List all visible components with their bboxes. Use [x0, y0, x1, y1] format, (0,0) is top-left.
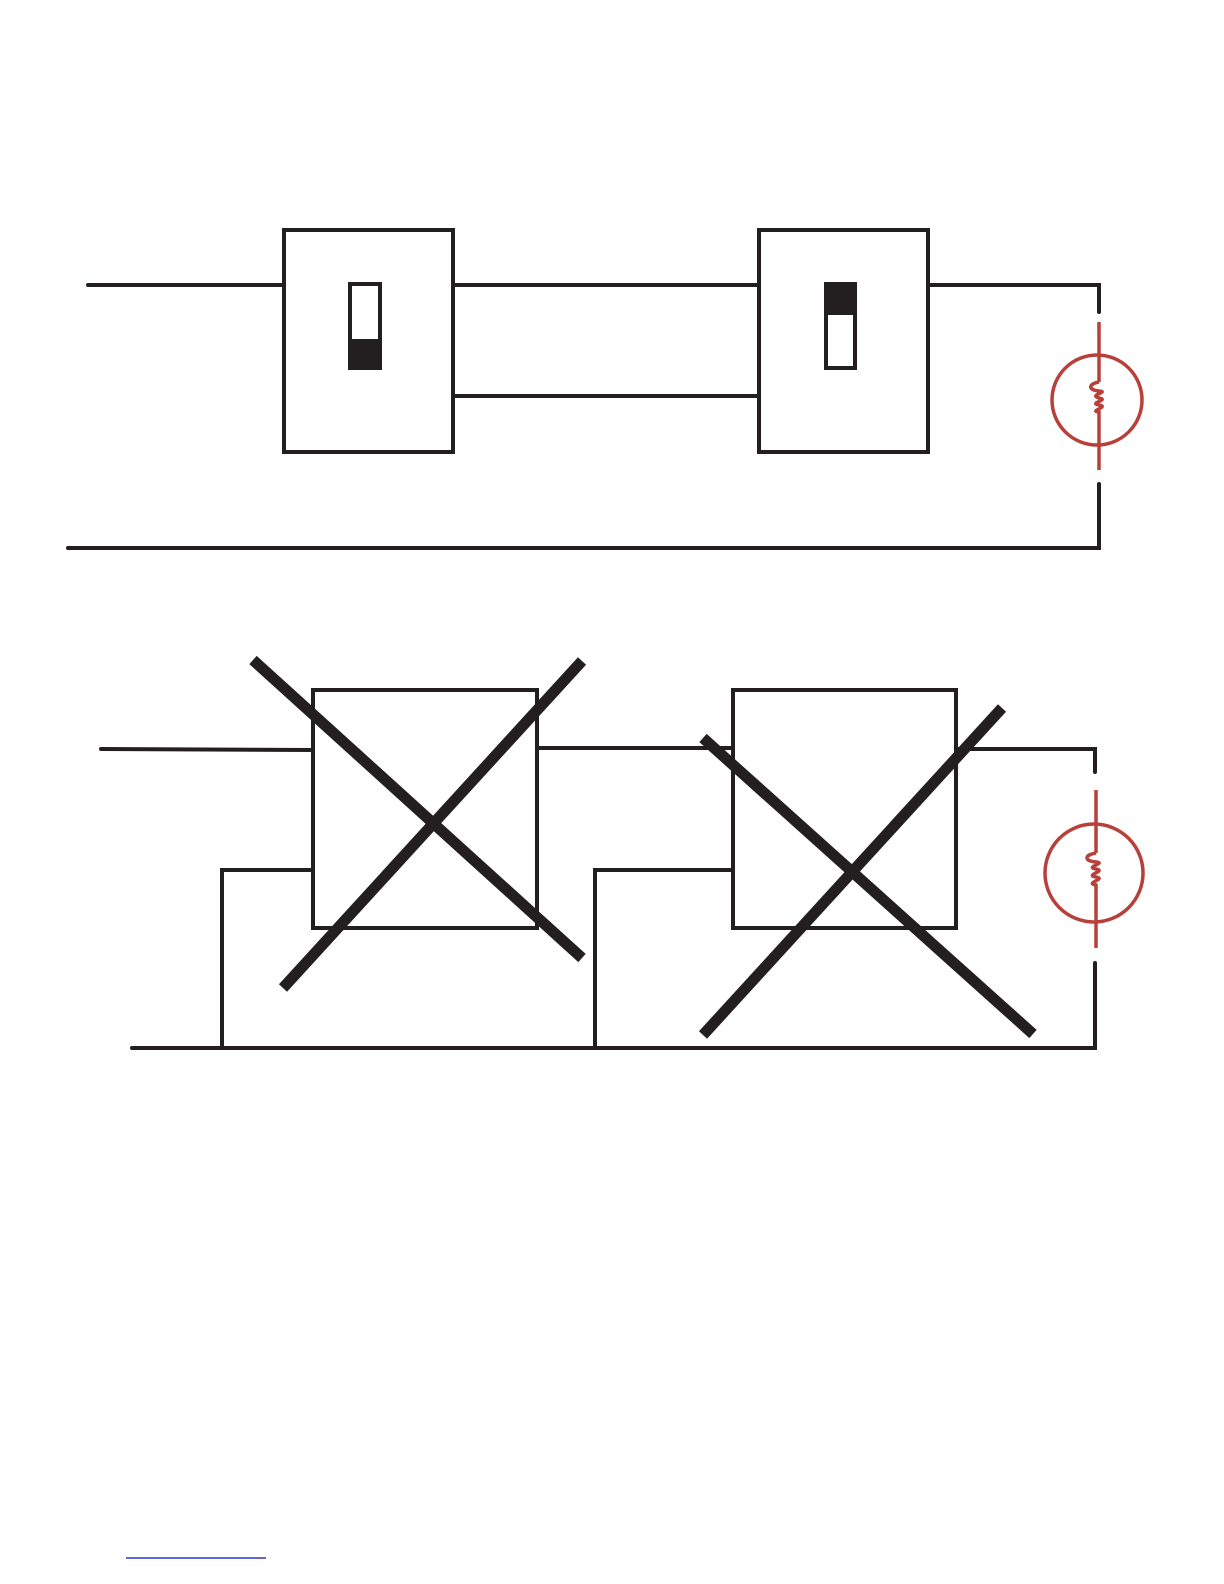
incorrect-circuit-wires [101, 748, 1095, 1048]
correct-circuit [68, 230, 1142, 548]
neutral-return-wire [68, 484, 1099, 548]
bulb-filament [1091, 382, 1102, 418]
cross-stroke [703, 738, 1033, 1034]
line-wire-in [101, 749, 313, 750]
three-way-switch-1 [284, 230, 453, 452]
toggle-lever-up [826, 284, 855, 315]
switch-box-2 [733, 690, 956, 928]
incorrect-circuit [101, 660, 1143, 1048]
toggle-lever-down [350, 339, 380, 368]
cross-out-mark-2 [703, 708, 1033, 1035]
cross-stroke [253, 660, 582, 958]
bulb-filament [1087, 853, 1099, 892]
switch-1-jumper-to-neutral [222, 870, 313, 1048]
wire-to-lamp [929, 285, 1099, 312]
correct-circuit-wires [68, 285, 1099, 548]
light-bulb-icon [1052, 322, 1142, 470]
three-way-switch-2 [759, 230, 928, 452]
bulb-globe [1052, 355, 1142, 445]
light-bulb-icon [1045, 790, 1143, 948]
cross-out-mark-1 [253, 660, 582, 988]
neutral-return-wire [132, 963, 1095, 1048]
wire-to-lamp [956, 749, 1095, 772]
